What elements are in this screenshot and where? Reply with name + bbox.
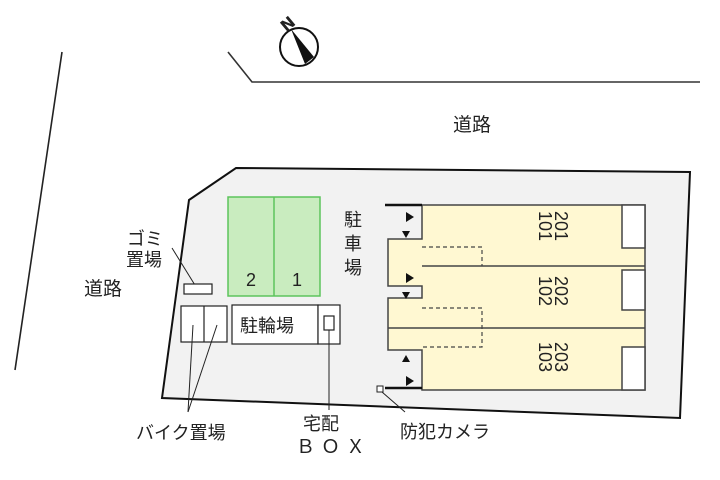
svg-text:103: 103 bbox=[535, 342, 555, 372]
bicycle-parking: 駐輪場 bbox=[231, 304, 319, 345]
garbage-label-line1: ゴミ bbox=[127, 229, 163, 250]
security-camera-label: 防犯カメラ bbox=[400, 422, 490, 443]
road-label-north: 道路 bbox=[453, 114, 491, 136]
bike-parking-label: バイク置場 bbox=[136, 423, 226, 444]
entrance-arrow-icons bbox=[402, 212, 414, 386]
bicycle-parking-label: 駐輪場 bbox=[240, 316, 294, 337]
unit-201-101: 201 101 bbox=[535, 211, 571, 241]
bike-parking: バイク置場 bbox=[136, 305, 228, 444]
garbage-area: ゴミ 置場 bbox=[126, 229, 213, 295]
delivery-box-label-line1: 宅配 bbox=[303, 414, 339, 435]
parking-space-1: 1 bbox=[292, 270, 302, 290]
unit-202-102: 202 102 bbox=[535, 276, 571, 306]
svg-text:101: 101 bbox=[535, 211, 555, 241]
parking-label: 駐 車 場 bbox=[344, 210, 362, 279]
road-label-west: 道路 bbox=[84, 278, 122, 300]
road-lines bbox=[14, 51, 700, 371]
parking-spaces: 2 1 bbox=[227, 196, 321, 297]
svg-text:203: 203 bbox=[551, 342, 571, 372]
security-camera: 防犯カメラ bbox=[376, 385, 490, 443]
svg-text:201: 201 bbox=[551, 211, 571, 241]
svg-text:駐: 駐 bbox=[344, 210, 362, 231]
delivery-box-label-line2: ＢＯＸ bbox=[296, 437, 371, 458]
parking-space-2: 2 bbox=[246, 270, 256, 290]
garbage-label-line2: 置場 bbox=[126, 250, 162, 271]
apartment-building: 201 101 202 102 203 103 bbox=[385, 203, 646, 391]
north-arrow-icon bbox=[279, 27, 319, 67]
unit-203-103: 203 103 bbox=[535, 342, 571, 372]
svg-text:102: 102 bbox=[535, 276, 555, 306]
svg-text:202: 202 bbox=[551, 276, 571, 306]
delivery-box: 宅配 ＢＯＸ bbox=[296, 304, 371, 458]
compass: N bbox=[277, 12, 319, 67]
svg-text:場: 場 bbox=[344, 258, 362, 279]
svg-text:車: 車 bbox=[344, 234, 362, 255]
